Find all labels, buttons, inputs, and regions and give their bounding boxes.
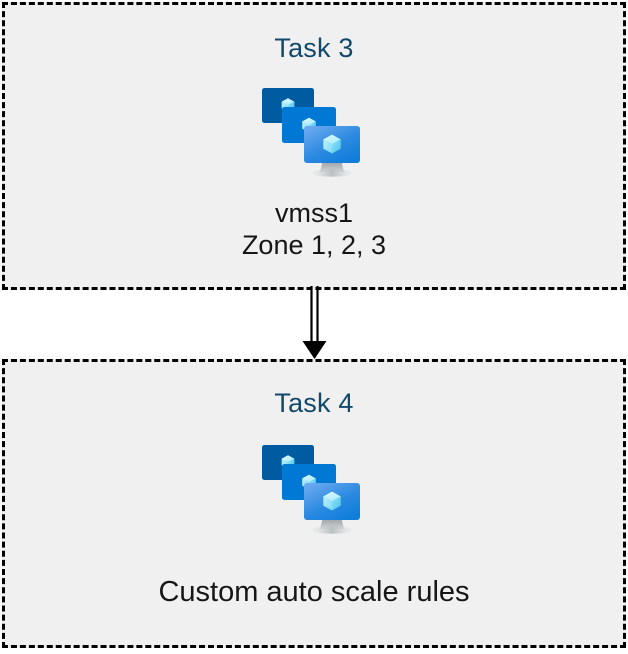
task4-title: Task 4 (274, 388, 354, 418)
task3-caption-line-1: vmss1 (274, 198, 353, 228)
task3-caption: vmss1 Zone 1, 2, 3 (242, 198, 386, 262)
double-line-arrow-icon (288, 286, 340, 362)
vm-scale-set-icon (254, 437, 374, 545)
task-box-task4[interactable]: Task 4 (2, 359, 626, 648)
vm-scale-set-icon (254, 80, 374, 188)
task-box-task3[interactable]: Task 3 (2, 2, 626, 290)
task4-caption: Custom auto scale rules (158, 575, 469, 609)
task3-caption-line-2: Zone 1, 2, 3 (241, 229, 387, 260)
task4-caption-line-1: Custom auto scale rules (158, 576, 470, 608)
task3-title: Task 3 (274, 33, 354, 63)
